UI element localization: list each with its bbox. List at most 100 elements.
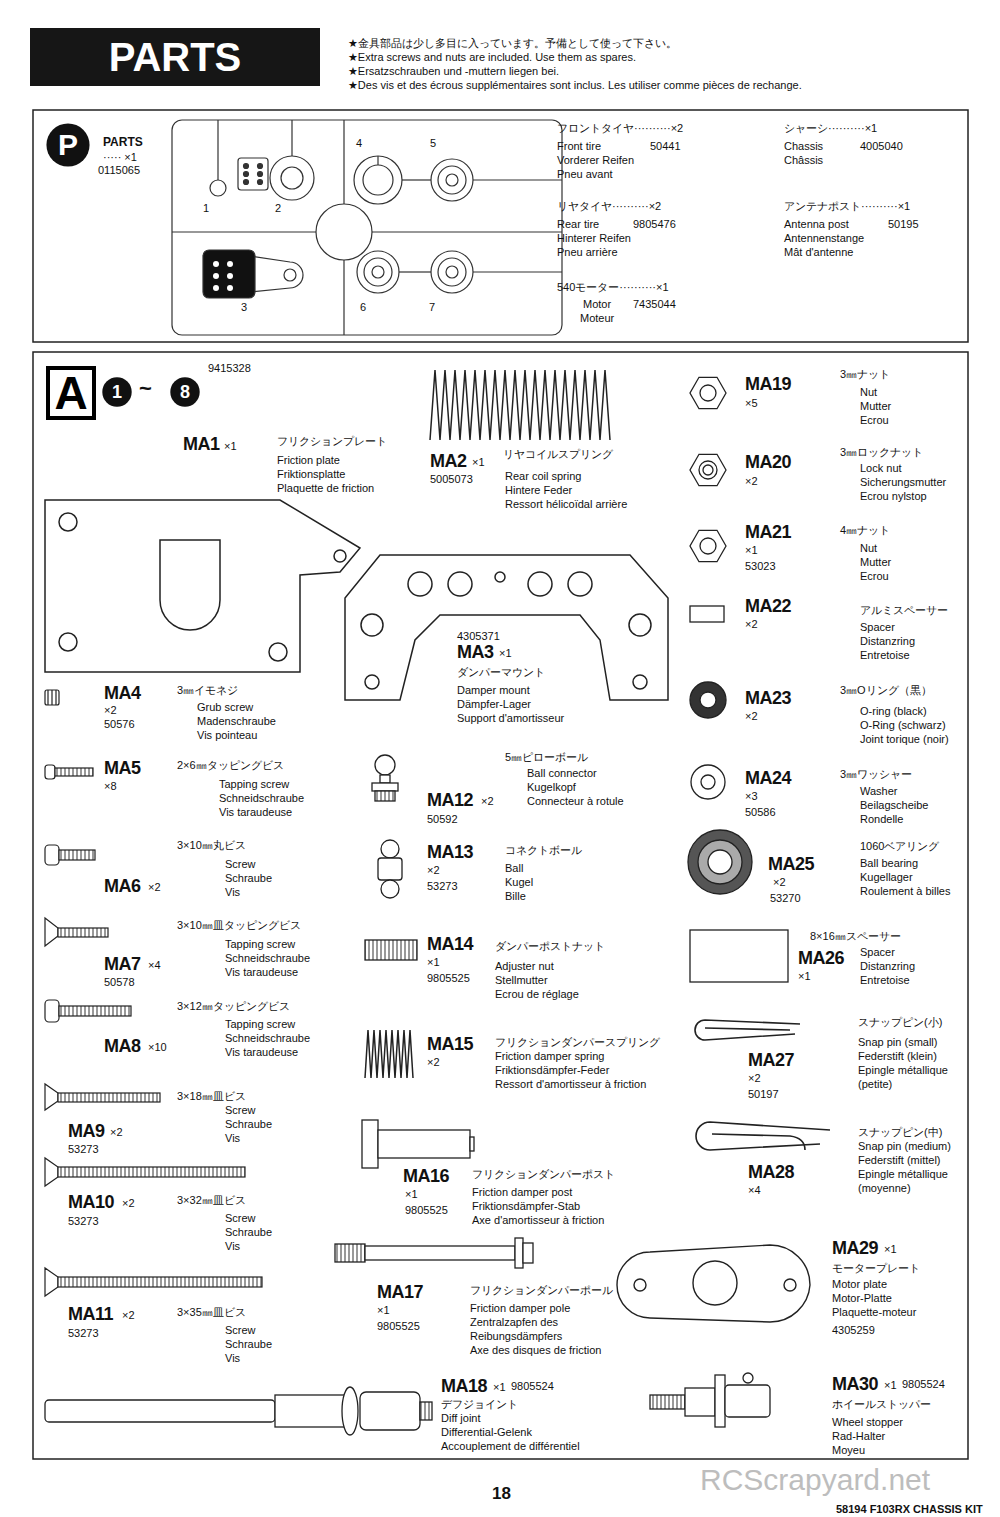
- screw-drawing: [45, 1000, 59, 1022]
- part-code: MA7: [104, 954, 141, 975]
- damper-mount: [633, 675, 647, 689]
- node-text: 8: [180, 383, 190, 401]
- damper-parts: [372, 783, 398, 791]
- part-name: Hinterer Reifen: [557, 231, 631, 245]
- part-name: Kugellager: [860, 870, 913, 884]
- parts-sprue: [227, 285, 233, 291]
- japanese-name: ホイールストッパー: [832, 1397, 931, 1411]
- part-info: ×2: [481, 794, 494, 808]
- damper-parts: [335, 1244, 365, 1262]
- circle-fill: [170, 377, 199, 406]
- note-text: ★Ersatzschrauben und -muttern liegen bei…: [348, 64, 559, 78]
- part-name: Pneu avant: [557, 167, 613, 181]
- part-info: ×1: [405, 1187, 418, 1201]
- part-name: Adjuster nut: [495, 959, 554, 973]
- part-name: Friktionsplatte: [277, 467, 345, 481]
- part-info: ×1: [377, 1303, 390, 1317]
- part-name: Distanzring: [860, 959, 915, 973]
- parts-sprue: [363, 165, 393, 195]
- part-code: MA18: [441, 1376, 487, 1397]
- part-code: MA25: [768, 854, 814, 875]
- part-name: Connecteur à rotule: [527, 794, 624, 808]
- part-name: Entretoise: [860, 648, 910, 662]
- friction-plate: [334, 550, 346, 562]
- part-name: Ressort hélicoïdal arrière: [505, 497, 627, 511]
- part-name: Châssis: [784, 153, 823, 167]
- parts-sprue: [258, 180, 263, 185]
- parts-sprue: [210, 180, 226, 196]
- japanese-name: 3×12㎜タッピングビス: [177, 999, 290, 1013]
- part-name: Motor: [583, 297, 611, 311]
- screw-drawing: [59, 1006, 131, 1016]
- part-name: Schneidschraube: [219, 791, 304, 805]
- circle-fill: [102, 377, 131, 406]
- bag-letter-box: A: [46, 366, 96, 420]
- part-name: Federstift (klein): [858, 1049, 937, 1063]
- parts-sprue: [244, 172, 249, 177]
- diff-joint: [420, 1402, 432, 1420]
- part-name: Screw: [225, 857, 256, 871]
- japanese-name: 1060ベアリング: [860, 839, 939, 853]
- part-info: ×2: [148, 880, 161, 894]
- note-text: ★金具部品は少し多目に入っています。予備として使って下さい。: [348, 36, 677, 50]
- japanese-name: 8×16㎜スペーサー: [810, 929, 901, 943]
- nut-and-washer: [690, 930, 788, 982]
- part-code: MA21: [745, 522, 791, 543]
- section-frame: [33, 110, 968, 1459]
- part-name: Vis: [225, 1351, 240, 1365]
- part-info: ×1: [427, 955, 440, 969]
- part-name: Front tire: [557, 139, 601, 153]
- japanese-name: 3×10㎜丸ビス: [177, 838, 246, 852]
- japanese-name: リヤコイルスプリング: [503, 447, 613, 461]
- parts-sprue: [213, 261, 219, 267]
- part-info: 9805525: [377, 1319, 420, 1333]
- parts-sprue: [172, 231, 316, 232]
- parts-sprue: [372, 266, 384, 278]
- sprue-number: 7: [429, 300, 435, 314]
- nut-and-washer: [703, 465, 713, 475]
- part-info: ×5: [745, 396, 758, 410]
- part-name: Wheel stopper: [832, 1415, 903, 1429]
- parts-sprue: [244, 180, 249, 185]
- damper-parts: [381, 880, 399, 898]
- damper-parts: [362, 1120, 378, 1168]
- part-info: 50195: [888, 217, 919, 231]
- circle-fill: [46, 123, 89, 166]
- part-code: MA11: [68, 1304, 113, 1325]
- part-name: Friction damper post: [472, 1185, 572, 1199]
- part-name: Ball bearing: [860, 856, 918, 870]
- part-name: Accouplement de différentiel: [441, 1439, 580, 1453]
- part-name: Nut: [860, 541, 877, 555]
- part-name: Snap pin (small): [858, 1035, 937, 1049]
- parts-sprue: [284, 269, 296, 281]
- part-name: Federstift (mittel): [858, 1153, 941, 1167]
- part-info: 53273: [68, 1214, 99, 1228]
- nut-and-washer: [700, 538, 716, 554]
- japanese-name: フロントタイヤ··········×2: [557, 121, 683, 135]
- part-name: Antennenstange: [784, 231, 864, 245]
- parts-sprue: [203, 250, 255, 298]
- parts-sprue: [291, 120, 292, 156]
- part-code: MA10: [68, 1192, 114, 1213]
- parts-heading: PARTS: [103, 135, 143, 149]
- part-name: Schneidschraube: [225, 951, 310, 965]
- part-code: MA15: [427, 1034, 473, 1055]
- wheel-stopper: [685, 1388, 715, 1416]
- footer-text: 58194 F103RX CHASSIS KIT: [836, 1502, 983, 1516]
- part-name: Screw: [225, 1211, 256, 1225]
- parts-sprue: [354, 156, 402, 204]
- nut-and-washer: [688, 830, 752, 894]
- part-name: Motor-Platte: [832, 1291, 892, 1305]
- part-info: 53273: [68, 1326, 99, 1340]
- screw-drawing: [55, 768, 93, 776]
- part-name: Epingle métallique: [858, 1063, 948, 1077]
- screw-drawing: [59, 850, 95, 860]
- part-name: Roulement à billes: [860, 884, 951, 898]
- part-name: Moyeu: [832, 1443, 865, 1457]
- part-code: MA3: [457, 642, 494, 663]
- japanese-name: スナップピン(小): [858, 1015, 942, 1029]
- japanese-name: アルミスペーサー: [860, 603, 948, 617]
- nut-and-washer: [701, 775, 715, 789]
- screw-drawing: [45, 1268, 58, 1296]
- part-info: ×4: [748, 1183, 761, 1197]
